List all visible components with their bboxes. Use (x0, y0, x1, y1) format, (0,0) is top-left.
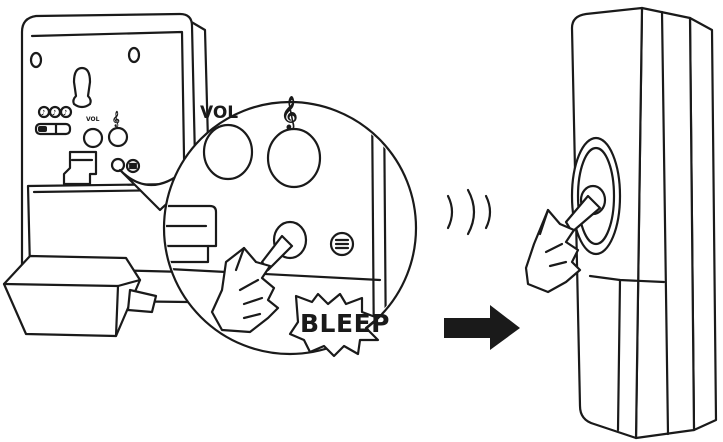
music-note-icon-small: 𝄞 (112, 111, 120, 128)
melody-knob[interactable] (266, 127, 322, 189)
magnified-view: VOL 𝄞 BLEEP (118, 96, 418, 358)
volume-knob[interactable] (202, 123, 254, 181)
svg-text:♪: ♪ (52, 108, 56, 117)
bleep-burst: BLEEP (288, 292, 390, 358)
pointing-hand-icon-2 (524, 194, 602, 294)
receiver-unit: ♪ ♪ ♪ VOL 𝄞 (2, 12, 214, 338)
wireless-signal-icon (446, 188, 492, 236)
melody-knob-small[interactable] (107, 126, 129, 148)
keyhole-hanger (72, 66, 92, 109)
vol-label: VOL (200, 103, 238, 123)
svg-text:♪: ♪ (63, 108, 67, 117)
bleep-label: BLEEP (300, 309, 390, 338)
screw-hole-right (127, 46, 141, 64)
screw-hole-left (29, 51, 43, 69)
pair-button-small[interactable] (110, 157, 126, 173)
music-note-icon: 𝄞 (281, 96, 298, 131)
selector-switch: ♪ ♪ ♪ (34, 105, 73, 136)
receiver-stand (2, 254, 142, 338)
vol-label-small: VOL (86, 116, 100, 123)
doorbell-push-button (524, 6, 718, 440)
pointing-hand-icon (210, 234, 294, 334)
three-line-menu-icon[interactable] (329, 231, 355, 257)
right-arrow-icon (444, 305, 520, 350)
svg-text:♪: ♪ (41, 108, 45, 117)
volume-knob-small[interactable] (82, 127, 104, 149)
